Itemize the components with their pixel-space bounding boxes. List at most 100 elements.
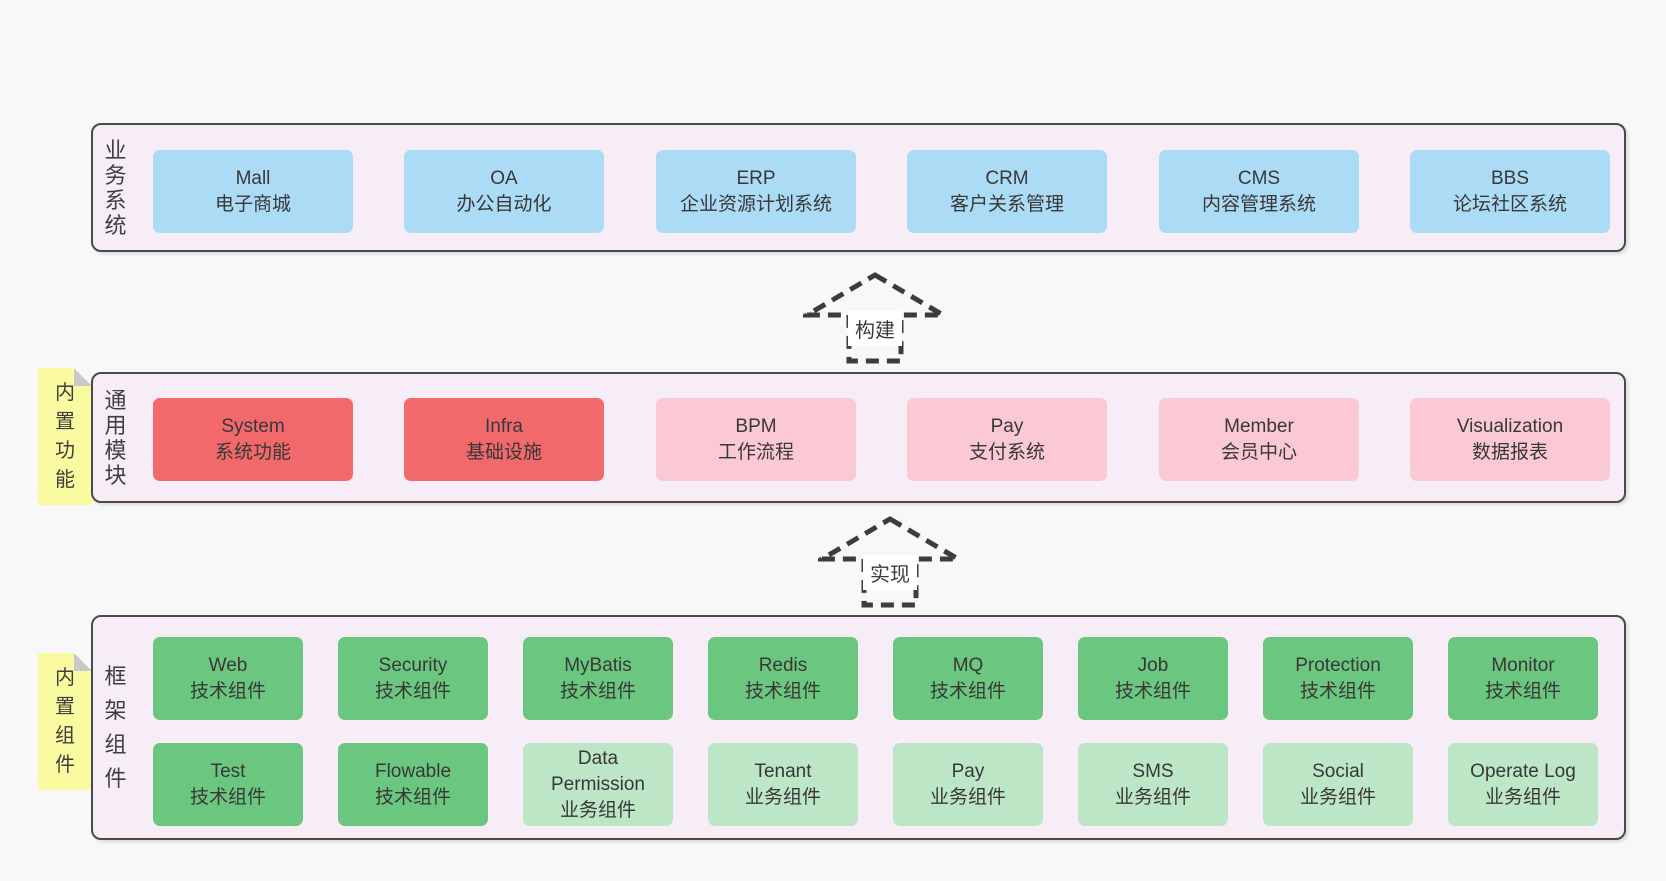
box-title: CRM <box>985 167 1029 189</box>
sticky-note-label: 内置组件 <box>55 666 75 776</box>
box-operate-log: Operate Log 业务组件 <box>1448 743 1598 826</box>
band-label: 业务系统 <box>104 137 127 238</box>
band-business-systems: 业务系统 Mall 电子商城 OA 办公自动化 ERP 企业资源计划系统 CRM 客户关… <box>91 123 1626 252</box>
box-pay-system: Pay 支付系统 <box>907 398 1107 481</box>
box-subtitle: 系统功能 <box>214 441 291 463</box>
box-subtitle: 客户关系管理 <box>949 193 1064 215</box>
arrow-label: 构建 <box>848 311 902 346</box>
band-label: 框架组件 <box>104 663 127 791</box>
box-title: Protection <box>1295 654 1381 676</box>
box-redis: Redis 技术组件 <box>708 637 858 720</box>
box-monitor: Monitor 技术组件 <box>1448 637 1598 720</box>
arrow-label: 实现 <box>863 555 917 590</box>
box-subtitle: 技术组件 <box>929 680 1006 702</box>
box-title: ERP <box>736 167 776 189</box>
sticky-note-built-in-components: 内置组件 <box>38 653 92 790</box>
box-subtitle: 数据报表 <box>1471 441 1548 463</box>
box-bpm: BPM 工作流程 <box>656 398 856 481</box>
sticky-note-label: 内置功能 <box>55 381 75 491</box>
box-title: System <box>221 415 285 437</box>
box-title: Operate Log <box>1470 760 1576 782</box>
box-subtitle: 业务组件 <box>1114 786 1191 808</box>
box-subtitle: 业务组件 <box>744 786 821 808</box>
box-title: Pay <box>951 760 985 782</box>
sticky-note-built-in-features: 内置功能 <box>38 368 92 505</box>
box-title: MyBatis <box>564 654 632 676</box>
box-subtitle: 技术组件 <box>374 786 451 808</box>
box-subtitle: 技术组件 <box>744 680 821 702</box>
box-title: Mall <box>235 167 271 189</box>
box-subtitle: 技术组件 <box>1114 680 1191 702</box>
box-title: Social <box>1312 760 1364 782</box>
box-title: Tenant <box>754 760 812 782</box>
box-title: OA <box>490 167 518 189</box>
box-subtitle: 会员中心 <box>1220 441 1297 463</box>
box-title: Flowable <box>374 760 452 782</box>
box-data-permission: Data Permission 业务组件 <box>523 743 673 826</box>
box-title: Redis <box>758 654 808 676</box>
box-title: Data Permission <box>551 747 645 795</box>
box-subtitle: 业务组件 <box>559 799 636 821</box>
dashed-up-arrow-icon <box>803 272 947 364</box>
box-system: System 系统功能 <box>153 398 353 481</box>
box-subtitle: 电子商城 <box>214 193 291 215</box>
box-title: CMS <box>1237 167 1281 189</box>
box-job: Job 技术组件 <box>1078 637 1228 720</box>
dashed-up-arrow-icon <box>818 516 962 608</box>
box-title: Security <box>378 654 448 676</box>
box-mybatis: MyBatis 技术组件 <box>523 637 673 720</box>
box-subtitle: 办公自动化 <box>456 193 552 215</box>
box-subtitle: 业务组件 <box>929 786 1006 808</box>
band-common-modules: 通用模块 System 系统功能 Infra 基础设施 BPM 工作流程 Pay 支付系… <box>91 372 1626 503</box>
box-subtitle: 论坛社区系统 <box>1452 193 1567 215</box>
box-title: BPM <box>735 415 777 437</box>
box-pay-component: Pay 业务组件 <box>893 743 1043 826</box>
box-title: Member <box>1224 415 1294 437</box>
box-subtitle: 业务组件 <box>1299 786 1376 808</box>
box-social: Social 业务组件 <box>1263 743 1413 826</box>
box-mq: MQ 技术组件 <box>893 637 1043 720</box>
band-framework-components: 框架组件 Web 技术组件 Security 技术组件 MyBatis 技术组件 Re… <box>91 615 1626 840</box>
box-title: Test <box>210 760 246 782</box>
arrow-build-up: 构建 <box>803 271 947 365</box>
band-label: 通用模块 <box>104 387 127 488</box>
arrow-implement-up: 实现 <box>818 515 962 609</box>
box-sms: SMS 业务组件 <box>1078 743 1228 826</box>
box-subtitle: 内容管理系统 <box>1201 193 1316 215</box>
box-subtitle: 技术组件 <box>559 680 636 702</box>
box-test: Test 技术组件 <box>153 743 303 826</box>
box-oa: OA 办公自动化 <box>404 150 604 233</box>
box-subtitle: 技术组件 <box>1299 680 1376 702</box>
box-protection: Protection 技术组件 <box>1263 637 1413 720</box>
box-subtitle: 支付系统 <box>968 441 1045 463</box>
box-flowable: Flowable 技术组件 <box>338 743 488 826</box>
box-erp: ERP 企业资源计划系统 <box>656 150 856 233</box>
box-web: Web 技术组件 <box>153 637 303 720</box>
box-subtitle: 技术组件 <box>189 786 266 808</box>
box-subtitle: 技术组件 <box>189 680 266 702</box>
box-visualization: Visualization 数据报表 <box>1410 398 1610 481</box>
box-crm: CRM 客户关系管理 <box>907 150 1107 233</box>
box-cms: CMS 内容管理系统 <box>1159 150 1359 233</box>
box-title: Infra <box>484 415 523 437</box>
box-infra: Infra 基础设施 <box>404 398 604 481</box>
box-subtitle: 技术组件 <box>374 680 451 702</box>
box-title: Web <box>208 654 248 676</box>
box-title: SMS <box>1132 760 1174 782</box>
box-subtitle: 技术组件 <box>1484 680 1561 702</box>
box-member: Member 会员中心 <box>1159 398 1359 481</box>
box-subtitle: 业务组件 <box>1484 786 1561 808</box>
box-title: Monitor <box>1491 654 1555 676</box>
box-subtitle: 基础设施 <box>465 441 542 463</box>
box-subtitle: 企业资源计划系统 <box>679 193 832 215</box>
box-mall: Mall 电子商城 <box>153 150 353 233</box>
box-title: Job <box>1137 654 1169 676</box>
box-title: MQ <box>952 654 984 676</box>
box-title: Visualization <box>1456 415 1564 437</box>
box-tenant: Tenant 业务组件 <box>708 743 858 826</box>
box-title: Pay <box>990 415 1024 437</box>
box-security: Security 技术组件 <box>338 637 488 720</box>
box-subtitle: 工作流程 <box>717 441 794 463</box>
